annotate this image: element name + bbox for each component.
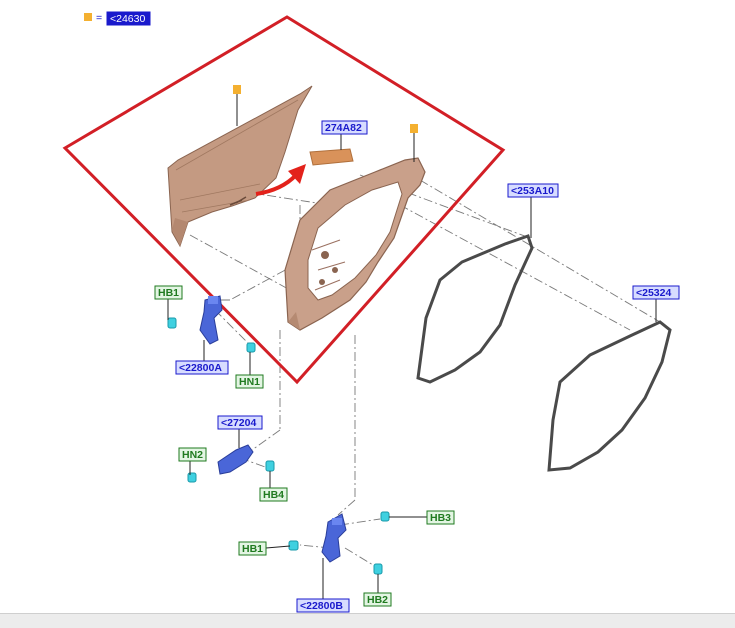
callout-hn1[interactable]: HN1 xyxy=(235,374,264,389)
door-check-strap[interactable] xyxy=(217,444,254,475)
callout-22800B-label: <22800B xyxy=(300,600,343,612)
legend-equals: = xyxy=(96,12,102,24)
door-inner-frame[interactable] xyxy=(284,157,426,331)
callout-hb4-label: HB4 xyxy=(263,489,284,501)
callout-hb4[interactable]: HB4 xyxy=(259,487,288,502)
tape-pad-part[interactable] xyxy=(309,148,354,166)
callout-hn2-label: HN2 xyxy=(182,449,203,461)
callout-274A82-label: 274A82 xyxy=(325,122,362,134)
part-marker-icon xyxy=(410,124,418,133)
bolt-hb3-fastener[interactable] xyxy=(380,511,390,522)
callout-25324[interactable]: <25324 xyxy=(632,285,680,300)
callout-hb1-top[interactable]: HB1 xyxy=(154,285,183,300)
callout-22800A[interactable]: <22800A xyxy=(175,360,229,375)
callout-hn1-label: HN1 xyxy=(239,376,260,388)
legend: = <24630 xyxy=(84,11,151,26)
callout-hb2[interactable]: HB2 xyxy=(363,592,392,607)
bolt-hb1-bottom-fastener[interactable] xyxy=(288,540,299,551)
legend-ref-label: <24630 xyxy=(110,13,145,25)
callout-hn2[interactable]: HN2 xyxy=(178,447,207,462)
legend-ref-callout[interactable]: <24630 xyxy=(106,11,151,26)
callout-253A10-label: <253A10 xyxy=(511,185,554,197)
callout-27204-label: <27204 xyxy=(221,417,256,429)
callout-25324-label: <25324 xyxy=(636,287,671,299)
nut-hn2-fastener[interactable] xyxy=(187,472,197,483)
part-marker-icon xyxy=(233,85,241,94)
highlight-frame xyxy=(62,15,506,385)
bolt-hb2-fastener[interactable] xyxy=(373,563,383,575)
nut-hn1-fastener[interactable] xyxy=(246,342,256,353)
callout-hb3[interactable]: HB3 xyxy=(426,510,455,525)
door-outer-panel[interactable] xyxy=(167,85,313,248)
callout-hb1-bottom-leader xyxy=(265,545,291,549)
callout-22800B[interactable]: <22800B xyxy=(296,598,350,613)
callout-22800A-label: <22800A xyxy=(179,362,222,374)
callout-hb1-bottom-label: HB1 xyxy=(242,543,263,555)
callout-hb1-bottom[interactable]: HB1 xyxy=(238,541,267,556)
upper-hinge[interactable] xyxy=(199,295,223,345)
callout-274A82[interactable]: 274A82 xyxy=(321,120,368,135)
callout-hb2-label: HB2 xyxy=(367,594,388,606)
legend-marker-icon xyxy=(84,13,92,21)
callout-253A10[interactable]: <253A10 xyxy=(507,183,559,198)
bolt-hb4-fastener[interactable] xyxy=(265,460,275,472)
callout-hb1-top-label: HB1 xyxy=(158,287,179,299)
callout-hb3-label: HB3 xyxy=(430,512,451,524)
bottom-scrollbar-strip[interactable] xyxy=(0,613,735,628)
weatherstrip-seal-front[interactable] xyxy=(416,234,534,384)
red-curved-arrow-icon xyxy=(255,164,306,196)
weatherstrip-seal-rear[interactable] xyxy=(547,320,672,472)
lower-hinge[interactable] xyxy=(321,513,347,563)
bolt-hb1-top-fastener[interactable] xyxy=(167,317,177,329)
assembly-lines xyxy=(189,174,661,569)
callout-27204[interactable]: <27204 xyxy=(217,415,263,430)
